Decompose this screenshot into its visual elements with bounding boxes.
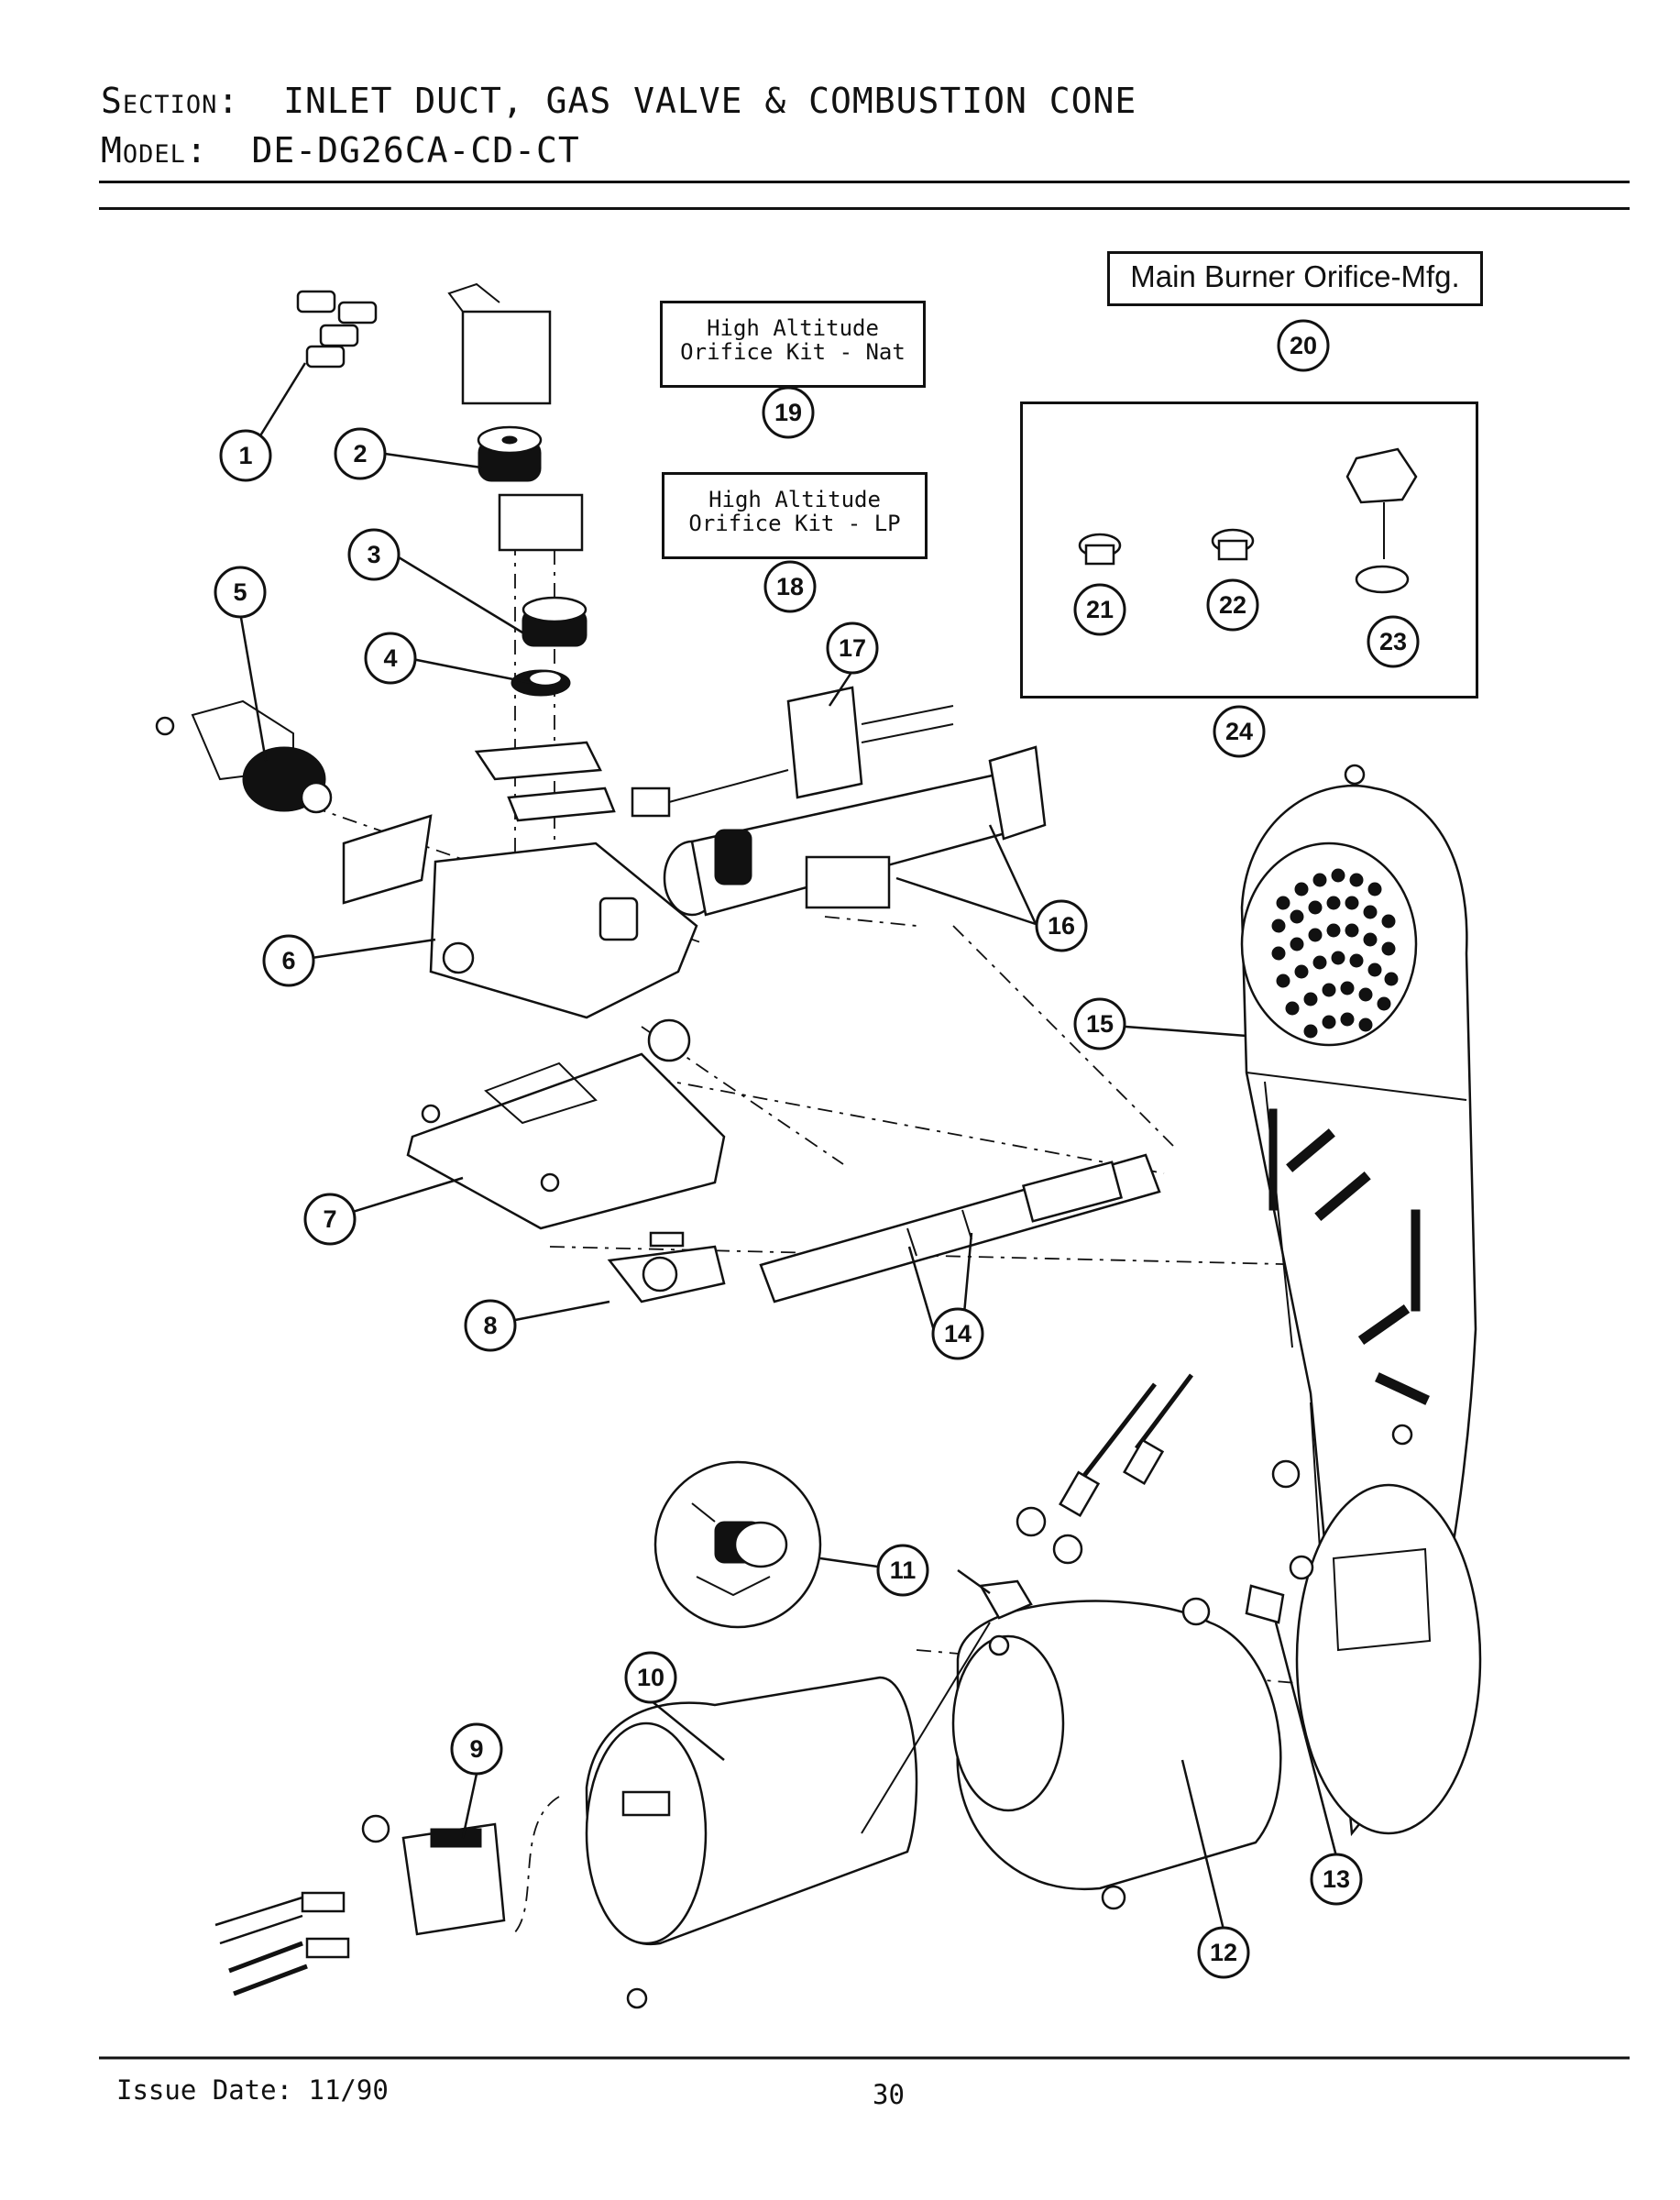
svg-text:22: 22 — [1219, 591, 1246, 619]
callout-19: 19 — [762, 386, 815, 439]
callout-17: 17 — [826, 622, 879, 675]
svg-text:15: 15 — [1086, 1010, 1114, 1038]
svg-text:5: 5 — [233, 578, 247, 606]
part-5-coil — [155, 699, 333, 814]
high-altitude-nat-line-1: High Altitude — [707, 315, 879, 341]
part-10-combustion-cone — [585, 1676, 918, 2009]
issue-date: Issue Date: 11/90 — [116, 2074, 389, 2106]
svg-text:11: 11 — [890, 1556, 917, 1584]
part-16-burner — [663, 745, 1047, 917]
model-heading: Model: DE-DG26CA-CD-CT — [101, 130, 580, 170]
high-altitude-nat-box: High Altitude Orifice Kit - Nat — [660, 301, 926, 388]
part-22-orifice — [1211, 528, 1255, 561]
page-number: 30 — [873, 2079, 905, 2110]
header-rule-bottom — [99, 207, 1630, 210]
header-rule-top — [99, 181, 1630, 183]
callout-22: 22 — [1206, 578, 1259, 632]
svg-text:2: 2 — [353, 440, 367, 468]
callout-2: 2 — [334, 427, 387, 480]
leader-lines — [238, 362, 1338, 1930]
svg-text:14: 14 — [944, 1320, 972, 1348]
svg-text:1: 1 — [238, 442, 252, 469]
callout-11: 11 — [876, 1544, 929, 1597]
callout-5: 5 — [214, 566, 267, 619]
part-17-igniter — [631, 686, 954, 818]
callout-6: 6 — [262, 934, 315, 987]
orifice-kit-frame — [1020, 402, 1478, 698]
high-altitude-nat-line-2: Orifice Kit - Nat — [680, 339, 906, 365]
svg-text:10: 10 — [637, 1664, 664, 1691]
duct-wire-leads — [1059, 1373, 1314, 1626]
model-key: Model: — [101, 130, 208, 170]
part-8-shutoff-valve — [607, 1231, 726, 1304]
callout-24: 24 — [1213, 705, 1266, 758]
section-heading: Section: INLET DUCT, GAS VALVE & COMBUST… — [101, 81, 1136, 121]
high-altitude-lp-line-2: Orifice Kit - LP — [688, 511, 901, 536]
part-11-thermostat — [653, 1460, 1083, 1834]
svg-text:4: 4 — [383, 644, 397, 672]
svg-text:19: 19 — [774, 399, 802, 426]
high-altitude-lp-box: High Altitude Orifice Kit - LP — [662, 472, 928, 559]
callout-1: 1 — [219, 429, 272, 482]
svg-text:17: 17 — [839, 634, 866, 662]
model-number: DE-DG26CA-CD-CT — [251, 130, 580, 170]
svg-text:21: 21 — [1086, 596, 1114, 623]
callout-18: 18 — [763, 560, 817, 613]
section-title: INLET DUCT, GAS VALVE & COMBUSTION CONE — [283, 81, 1137, 121]
callout-16: 16 — [1035, 899, 1088, 952]
callout-8: 8 — [464, 1299, 517, 1352]
svg-text:9: 9 — [469, 1735, 483, 1763]
callout-12: 12 — [1197, 1926, 1250, 1979]
svg-text:7: 7 — [323, 1205, 336, 1233]
callout-4: 4 — [364, 632, 417, 685]
svg-text:23: 23 — [1379, 628, 1407, 655]
part-6-gas-valve — [342, 741, 698, 1062]
callout-9: 9 — [450, 1722, 503, 1776]
callout-3: 3 — [347, 528, 401, 581]
part-2-4-solenoid-coils — [447, 282, 587, 697]
part-9-flame-sensor — [214, 1814, 506, 1996]
part-23-orifice — [1345, 447, 1418, 594]
part-1-screws — [296, 290, 378, 368]
part-7-mounting-bracket — [406, 1052, 726, 1230]
callout-7: 7 — [303, 1193, 357, 1246]
callout-14: 14 — [931, 1307, 984, 1360]
svg-text:6: 6 — [281, 947, 295, 974]
high-altitude-lp-line-1: High Altitude — [708, 487, 881, 512]
svg-text:12: 12 — [1210, 1939, 1237, 1966]
callout-23: 23 — [1367, 615, 1420, 668]
part-14-gas-pipe — [759, 1153, 1161, 1304]
svg-text:18: 18 — [776, 573, 804, 600]
callout-20: 20 — [1277, 319, 1330, 372]
callout-15: 15 — [1073, 997, 1126, 1050]
svg-text:16: 16 — [1048, 912, 1075, 940]
svg-text:8: 8 — [483, 1312, 497, 1339]
svg-text:13: 13 — [1323, 1865, 1350, 1893]
callout-21: 21 — [1073, 583, 1126, 636]
svg-text:24: 24 — [1225, 718, 1253, 745]
callout-13: 13 — [1310, 1853, 1363, 1906]
part-21-orifice — [1078, 533, 1122, 566]
section-key: Section: — [101, 81, 240, 121]
part-12-combustion-chamber — [951, 1600, 1282, 1910]
svg-text:20: 20 — [1290, 332, 1317, 359]
part-13-flame-shield — [1245, 1483, 1482, 1835]
svg-text:3: 3 — [367, 541, 380, 568]
main-burner-orifice-box: Main Burner Orifice-Mfg. — [1107, 251, 1483, 306]
callout-10: 10 — [624, 1651, 677, 1704]
duct-vent-holes — [1271, 868, 1399, 1039]
